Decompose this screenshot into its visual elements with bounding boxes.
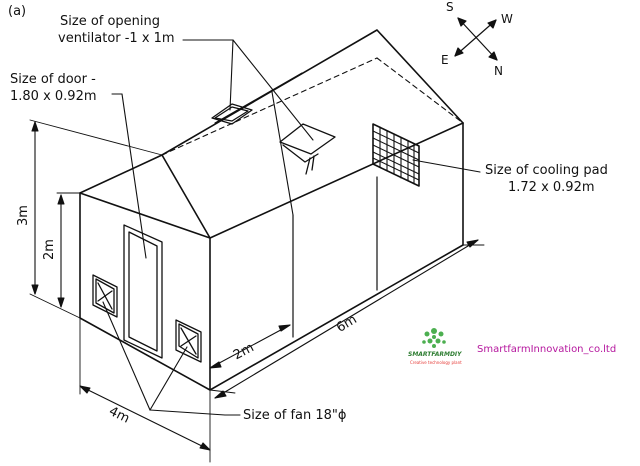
compass — [454, 17, 498, 61]
label-door-line2: 1.80 x 0.92m — [10, 89, 97, 104]
dim-label-total-height: 3m — [16, 205, 31, 226]
dim-width — [79, 317, 211, 463]
cooling-pad — [372, 123, 420, 187]
label-opening-ventilator-line2: ventilator -1 x 1m — [58, 31, 175, 46]
compass-east: E — [441, 53, 449, 67]
watermark-logo-subtext: Creative technology plant — [410, 360, 462, 365]
roof — [79, 29, 464, 239]
dim-wall-height — [56, 192, 81, 308]
label-door-line1: Size of door - — [10, 72, 96, 87]
compass-north: N — [494, 64, 503, 78]
hidden-edges — [161, 57, 464, 156]
watermark-company: SmartfarmInnovation_co.ltd — [477, 344, 617, 355]
dim-length — [209, 239, 485, 399]
compass-west: W — [501, 12, 513, 26]
watermark-logo-text: SMARTFARMDIY — [408, 351, 462, 358]
fan-right — [175, 319, 202, 363]
label-cooling-pad-line2: 1.72 x 0.92m — [508, 180, 595, 195]
panel-label: (a) — [8, 4, 27, 19]
compass-south: S — [446, 0, 454, 14]
fan-left — [92, 274, 118, 318]
label-fan: Size of fan 18"ϕ — [243, 408, 347, 423]
leaf-cluster-icon — [422, 328, 446, 348]
label-opening-ventilator-line1: Size of opening — [60, 14, 161, 29]
dim-label-wall-height: 2m — [42, 239, 57, 260]
walls — [79, 122, 464, 391]
door — [123, 224, 163, 359]
dim-total-height — [29, 119, 163, 319]
opening-ventilator — [211, 103, 336, 175]
leader-lines — [102, 39, 481, 416]
label-cooling-pad-line1: Size of cooling pad — [485, 163, 608, 178]
